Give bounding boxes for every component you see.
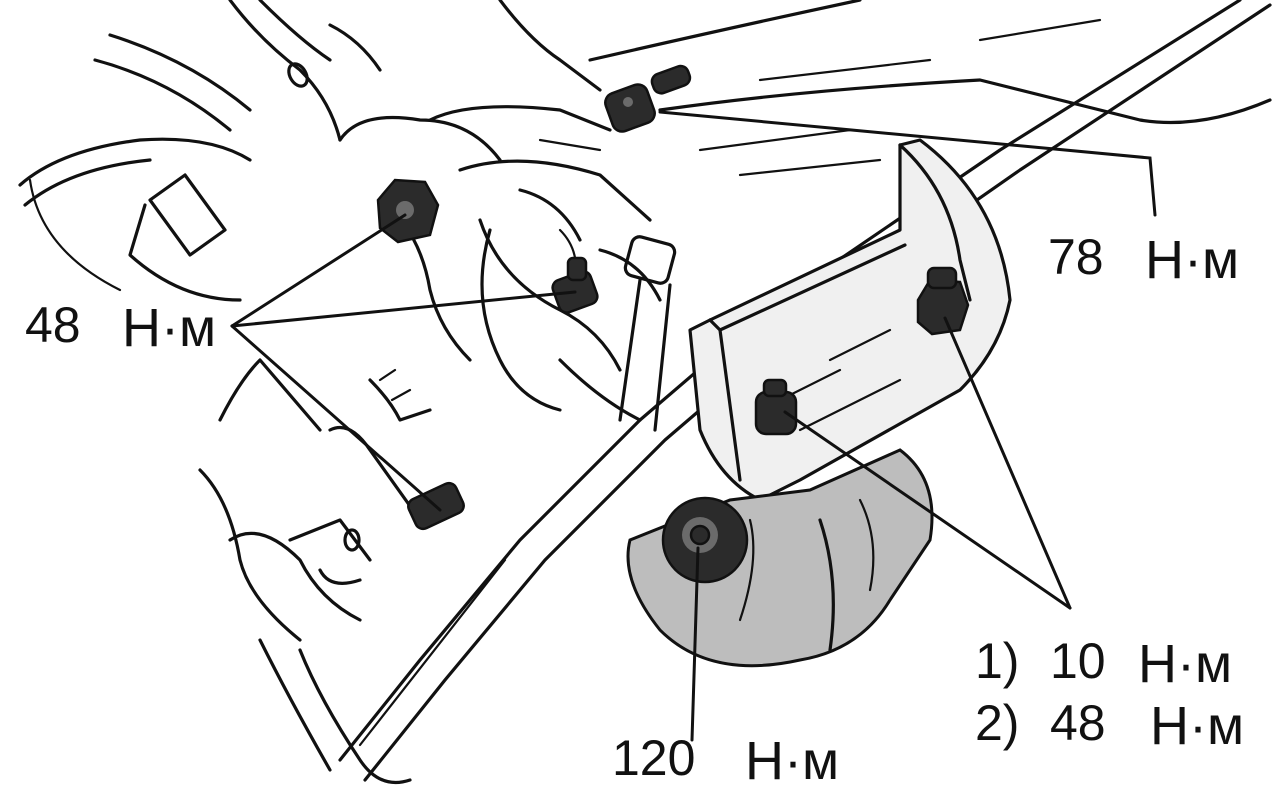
callout-step2-unit: Н·м (1150, 696, 1244, 756)
callout-78-value: 78 (1048, 229, 1104, 285)
bolt-bracket-lower (754, 378, 798, 436)
callout-step2-number: 2) (975, 695, 1019, 751)
callout-48-left-unit: Н·м (122, 298, 216, 358)
rubber-insulator (626, 448, 934, 668)
upper-frame (498, 0, 1272, 177)
callout-step2: 2) 48 Н·м (975, 695, 1244, 756)
frame-rail (338, 0, 1272, 782)
callout-120-value: 120 (612, 730, 695, 786)
callout-120: 120 Н·м (612, 730, 839, 791)
callout-step1-number: 1) (975, 633, 1019, 689)
nut-insulator-center (661, 496, 749, 584)
gearbox-case (338, 105, 677, 432)
callout-78-unit: Н·м (1145, 230, 1239, 290)
callout-120-unit: Н·м (745, 731, 839, 791)
bolt-left-middle (551, 256, 599, 314)
bolt-top-right (604, 64, 692, 133)
lower-housing (198, 358, 432, 785)
leader-lines (230, 110, 1157, 742)
callout-48-left-value: 48 (25, 297, 81, 353)
callout-48-left: 48 Н·м (25, 297, 216, 358)
callout-step2-value: 48 (1050, 695, 1106, 751)
callout-step1-unit: Н·м (1138, 634, 1232, 694)
callout-step1-value: 10 (1050, 633, 1106, 689)
bolt-left-upper (376, 178, 440, 244)
flywheel-housing (18, 0, 382, 302)
callout-step1: 1) 10 Н·м (975, 633, 1232, 694)
bolt-bracket-upper (916, 266, 970, 336)
callout-78: 78 Н·м (1048, 229, 1239, 290)
